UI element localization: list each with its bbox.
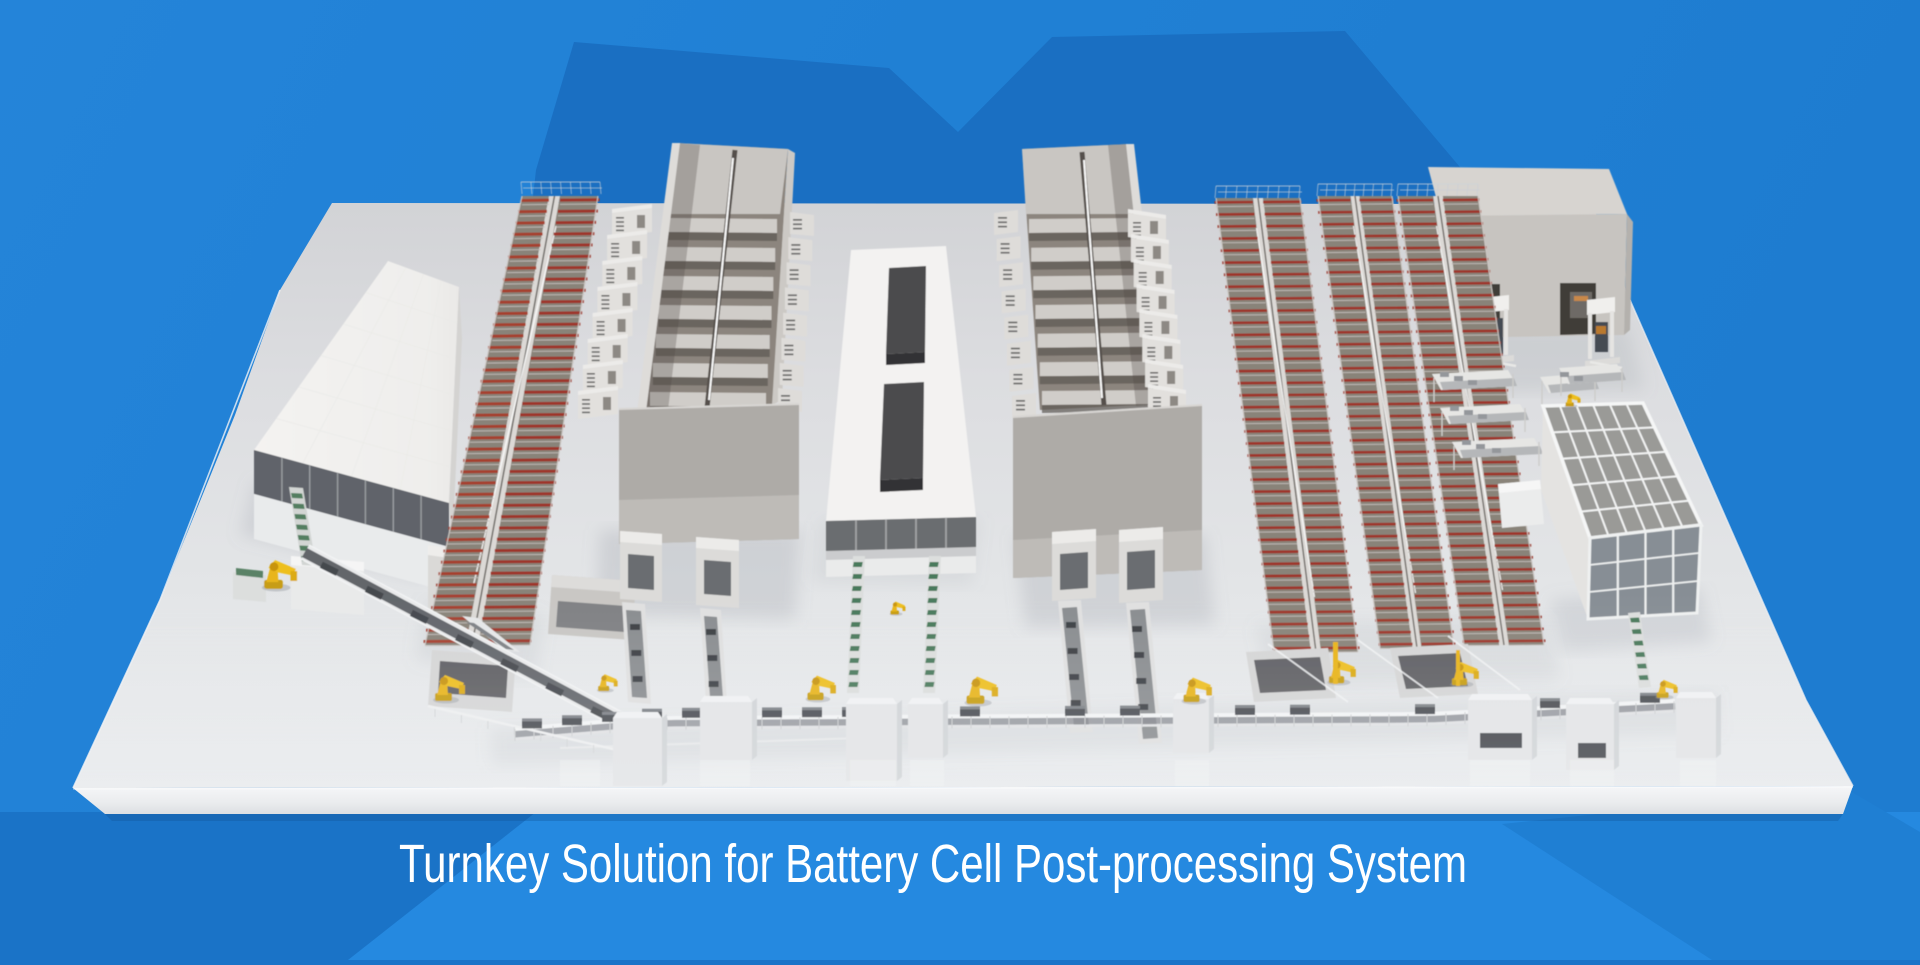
svg-text:Turnkey Solution for Battery C: Turnkey Solution for Battery Cell Post-p… <box>399 834 1467 894</box>
